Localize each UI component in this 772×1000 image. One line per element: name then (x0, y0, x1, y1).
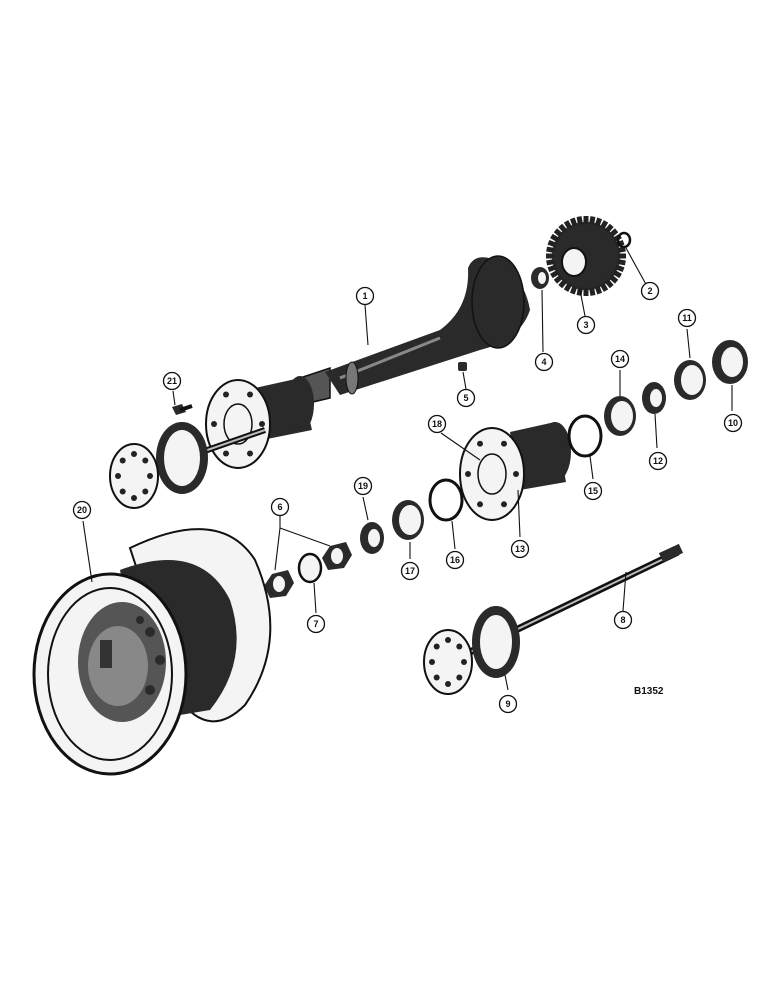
svg-text:1: 1 (362, 291, 367, 301)
nut-outer-part (264, 570, 294, 598)
upper-axle-flange-part (109, 422, 266, 509)
svg-text:11: 11 (682, 313, 692, 323)
svg-text:3: 3 (583, 320, 588, 330)
callout-4: 4 (534, 352, 554, 372)
svg-text:10: 10 (728, 418, 738, 428)
callout-2: 2 (640, 281, 660, 301)
axle-housing-part (299, 255, 530, 406)
bearing-cup-left-part (392, 500, 424, 540)
svg-text:17: 17 (405, 566, 415, 576)
callout-21: 21 (162, 371, 182, 391)
callout-10: 10 (723, 413, 743, 433)
wheel-rim-part (32, 528, 272, 776)
svg-text:5: 5 (463, 393, 468, 403)
bolt-part (172, 404, 193, 415)
svg-text:2: 2 (647, 286, 652, 296)
svg-text:20: 20 (77, 505, 87, 515)
callout-14: 14 (610, 349, 630, 369)
callout-9: 9 (498, 694, 518, 714)
callout-6: 6 (270, 497, 290, 517)
lock-washer-part (297, 552, 323, 584)
svg-text:12: 12 (653, 456, 663, 466)
bearing-cup-inner-part (604, 396, 636, 436)
lower-hub-part (459, 422, 571, 521)
svg-text:16: 16 (450, 555, 460, 565)
callout-8: 8 (613, 610, 633, 630)
svg-text:8: 8 (620, 615, 625, 625)
svg-text:15: 15 (588, 486, 598, 496)
callout-7: 7 (306, 614, 326, 634)
retaining-ring-part (567, 414, 603, 458)
callout-17: 17 (400, 561, 420, 581)
svg-text:9: 9 (505, 699, 510, 709)
gear-part (546, 216, 626, 296)
bearing-cup-part (674, 360, 706, 400)
svg-text:13: 13 (515, 544, 525, 554)
svg-text:21: 21 (167, 376, 177, 386)
svg-text:6: 6 (277, 502, 282, 512)
svg-text:7: 7 (313, 619, 318, 629)
callout-13: 13 (510, 539, 530, 559)
snap-ring-part (616, 231, 632, 249)
callout-20: 20 (72, 500, 92, 520)
svg-text:14: 14 (615, 354, 625, 364)
axle-flange-part (423, 606, 520, 695)
svg-text:19: 19 (358, 481, 368, 491)
bearing-part (531, 267, 549, 289)
callout-12: 12 (648, 451, 668, 471)
plug-part (458, 362, 467, 371)
svg-text:18: 18 (432, 419, 442, 429)
callout-3: 3 (576, 315, 596, 335)
callout-15: 15 (583, 481, 603, 501)
retaining-ring-left-part (428, 478, 464, 522)
callout-16: 16 (445, 550, 465, 570)
nut-part (322, 542, 352, 570)
figure-reference-code: B1352 (634, 686, 664, 697)
leader-lines (82, 247, 733, 691)
callout-11: 11 (677, 308, 697, 328)
bearing-cone-left-part (360, 522, 384, 554)
bearing-cone-part (642, 382, 666, 414)
svg-text:4: 4 (541, 357, 546, 367)
seal-part (712, 340, 748, 384)
callout-19: 19 (353, 476, 373, 496)
callout-1: 1 (355, 286, 375, 306)
callout-18: 18 (427, 414, 447, 434)
callout-5: 5 (456, 388, 476, 408)
upper-hub-part (205, 376, 314, 469)
